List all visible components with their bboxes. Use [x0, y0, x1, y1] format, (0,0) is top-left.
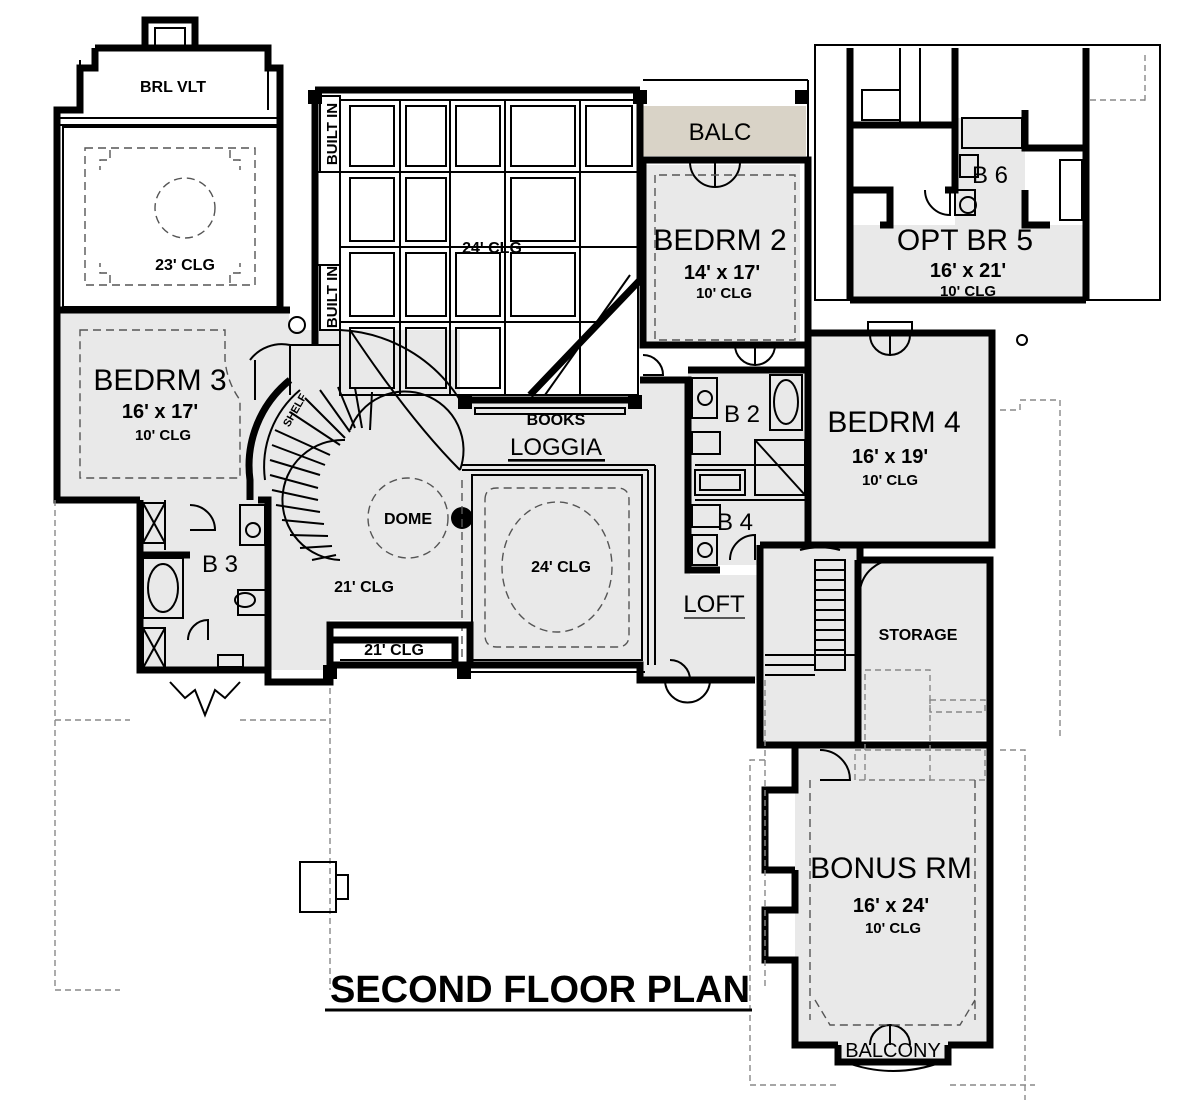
bedrm4-walls — [804, 321, 1061, 740]
label-bedrm2-size: 14' x 17' — [684, 262, 760, 284]
label-b3: B 3 — [202, 551, 238, 578]
label-dome: DOME — [384, 511, 432, 528]
entry-walls — [264, 621, 755, 704]
label-balc: BALC — [689, 119, 752, 146]
label-bedrm3-name: BEDRM 3 — [93, 364, 226, 397]
label-bonus-size: 16' x 24' — [853, 895, 929, 917]
label-loft: LOFT — [683, 591, 745, 618]
plan-title: SECOND FLOOR PLAN — [330, 969, 750, 1011]
label-b4: B 4 — [717, 509, 753, 536]
storage-floor — [858, 560, 990, 740]
exterior-outlines — [54, 500, 766, 991]
opt-br5-inset — [814, 44, 1161, 304]
label-books: BOOKS — [527, 412, 586, 429]
label-built-in-2: BUILT IN — [324, 266, 341, 328]
label-built-in-1: BUILT IN — [324, 103, 341, 165]
storage-walls — [756, 541, 994, 781]
b3-floor — [140, 497, 268, 670]
label-bedrm3-size: 16' x 17' — [122, 401, 198, 423]
label-entry-clg: 21' CLG — [364, 642, 424, 659]
label-opt-br5-name: OPT BR 5 — [897, 224, 1033, 257]
central-hall-floor — [268, 330, 760, 680]
label-storage: STORAGE — [879, 627, 958, 644]
label-brl-vlt: BRL VLT — [140, 79, 206, 96]
label-opt-br5-clg: 10' CLG — [940, 283, 996, 300]
label-bedrm3-clg: 10' CLG — [135, 427, 191, 444]
label-b6: B 6 — [972, 162, 1008, 189]
bedrm3-walls — [53, 306, 306, 504]
spiral-stair — [245, 329, 656, 665]
bedrm4-floor — [808, 333, 992, 545]
label-bonus-clg: 10' CLG — [865, 920, 921, 937]
bonus-floor — [795, 745, 990, 1062]
opt-br5-floor — [850, 225, 1086, 300]
label-bedrm4-size: 16' x 19' — [852, 446, 928, 468]
label-opt-br5-size: 16' x 21' — [930, 260, 1006, 282]
loggia-walls — [458, 395, 643, 661]
label-loggia-clg: 24' CLG — [531, 559, 591, 576]
label-master-clg: 23' CLG — [155, 257, 215, 274]
label-bedrm2-name: BEDRM 2 — [653, 224, 786, 257]
bath-2-4-walls — [640, 345, 841, 574]
labels: BRL VLT 23' CLG 24' CLG BUILT IN BUILT I… — [93, 79, 1033, 1062]
label-loggia: LOGGIA — [510, 434, 602, 461]
right-stair-floor — [760, 545, 858, 745]
label-bedrm4-clg: 10' CLG — [862, 472, 918, 489]
label-bedrm2-clg: 10' CLG — [696, 285, 752, 302]
label-grid-clg: 24' CLG — [462, 240, 522, 257]
bedrm2-walls — [639, 79, 812, 376]
b2-b4-floor — [688, 370, 806, 565]
label-balcony: BALCONY — [845, 1040, 941, 1062]
label-bedrm4-name: BEDRM 4 — [827, 406, 960, 439]
label-stair-clg: 21' CLG — [334, 579, 394, 596]
b6-floor — [955, 118, 1025, 228]
bedrm2-floor — [643, 165, 800, 345]
balc-floor — [643, 106, 806, 156]
label-b2: B 2 — [724, 401, 760, 428]
label-bonus-name: BONUS RM — [810, 852, 972, 885]
